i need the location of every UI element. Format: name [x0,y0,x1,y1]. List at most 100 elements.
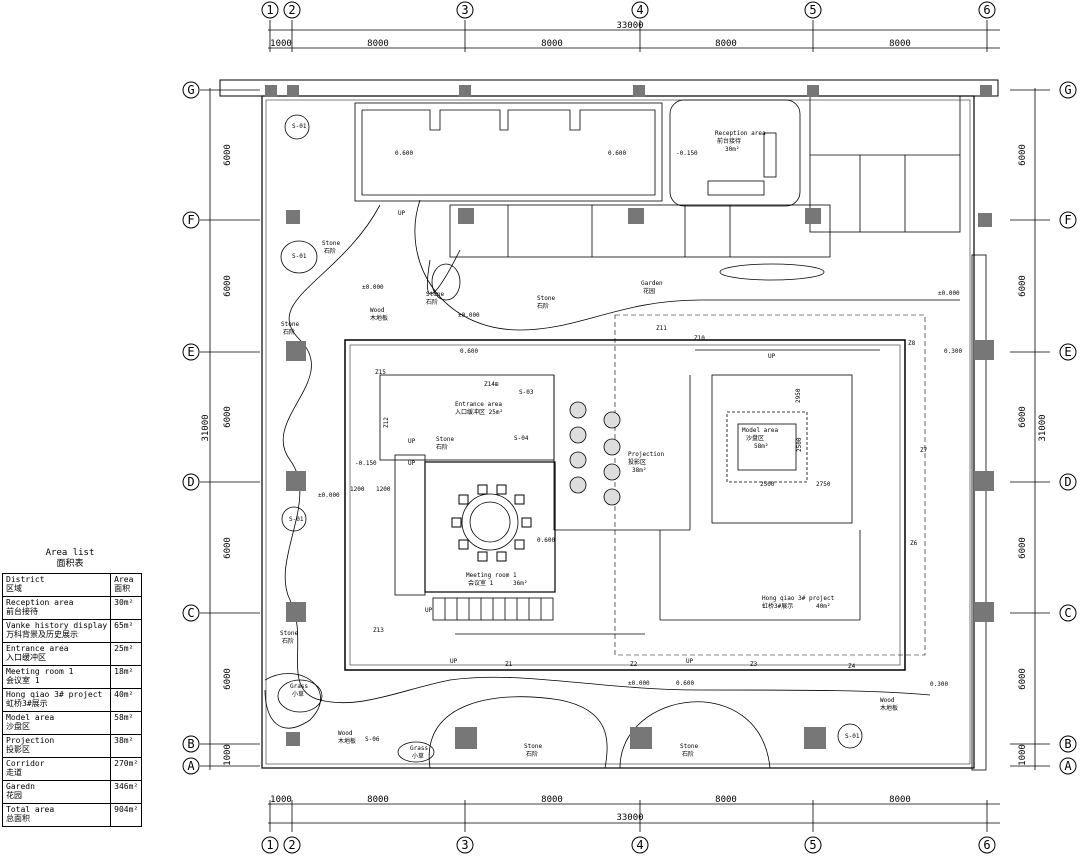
zone-z15: Z15 [375,369,386,376]
level-mark-4: ±0.000 [362,284,384,291]
axis-bubbles [182,1,1077,854]
projection-label-en: Projection [628,451,665,458]
dim-2750: 2750 [816,481,831,488]
area-row-cn: 沙盘区 [6,722,30,731]
dim-left-1: 6000 [223,144,233,166]
zone-z10: Z10 [694,335,705,342]
area-row-en: Entrance area [6,644,69,653]
zone-z6: Z6 [910,540,918,547]
area-list-title-en: Area list [45,548,95,558]
area-row-cn: 会议室 1 [6,676,40,685]
total-height-right: 31000 [1038,414,1048,441]
row-axis-b-left: B [187,737,194,751]
up-marker-4: UP [425,607,433,614]
header-district-en: District [6,575,45,584]
plan-linework [200,20,1050,832]
garden-label-en: Garden [641,280,663,287]
col-axis-2-top: 2 [288,3,295,17]
symbol-s01-3: S-01 [289,516,304,523]
area-row-value: 30m² [110,596,143,620]
meeting-chairs [451,484,532,562]
level-mark-9: 0.600 [537,537,555,544]
stone-label-8-en: Stone [680,743,698,750]
level-mark-2: 0.600 [608,150,626,157]
symbol-s01-2: S-01 [292,253,307,260]
level-mark-7: ±0.000 [318,492,340,499]
area-row-cn: 花园 [6,791,22,800]
col-axis-4-bottom: 4 [636,838,643,852]
dim-2500-h: 2500 [760,481,775,488]
wood-label-3-en: Wood [880,697,895,704]
stone-label-7-en: Stone [524,743,542,750]
col-axis-4-top: 4 [636,3,643,17]
area-row-cn: 万科背景及历史展示 [6,630,78,639]
symbol-s03: S-03 [519,389,534,396]
dim-left-2: 6000 [223,275,233,297]
projection-label-cn: 投影区 [628,458,646,466]
level-mark-11: 0.600 [676,680,694,687]
dim-left-4: 6000 [223,537,233,559]
dim-top-2: 8000 [367,39,389,49]
area-row-value: 65m² [110,619,143,643]
header-district-cn: 区域 [6,584,22,593]
symbol-s04: S-04 [514,435,529,442]
stone-label-5-en: Stone [436,436,454,443]
structural-columns [265,85,994,749]
dim-2950: 2950 [795,388,802,403]
level-mark-12: ±0.000 [938,290,960,297]
row-axis-d-right: D [1064,475,1071,489]
stone-label-2-cn: 石阶 [426,298,438,306]
grass-label-1-cn: 小草 [292,690,304,698]
zone-z12: Z12 [383,417,390,428]
stone-label-6-en: Stone [280,630,298,637]
up-marker-6: UP [686,658,694,665]
dim-right-1: 6000 [1018,144,1028,166]
area-row-value: 904m² [110,803,143,827]
row-axis-f-left: F [187,213,194,227]
hongqiao-label-cn: 虹桥3#展示 [762,602,793,610]
area-row-cn: 虹桥3#展示 [6,699,48,708]
header-district: District 区域 [1,573,112,597]
col-axis-5-bottom: 5 [809,838,816,852]
level-mark-10: ±0.000 [628,680,650,687]
row-axis-g-left: G [187,83,194,97]
col-axis-6-bottom: 6 [983,838,990,852]
stone-label-6-cn: 石阶 [282,637,294,645]
row-axis-f-right: F [1064,213,1071,227]
stone-label-8-cn: 石阶 [682,750,694,758]
row-axis-c-right: C [1064,606,1071,620]
stone-label-3-cn: 石阶 [537,302,549,310]
stone-label-5-cn: 石阶 [436,443,448,451]
row-axis-d-left: D [187,475,194,489]
row-axis-e-left: E [187,345,194,359]
up-marker-7: UP [768,353,776,360]
zone-z4: Z4 [848,663,856,670]
dim-right-6: 1000 [1018,744,1028,766]
grass-label-1-en: Grass [290,683,308,690]
total-width-bottom: 33000 [616,813,643,823]
col-axis-1-top: 1 [266,3,273,17]
dim-1200-b: 1200 [376,486,391,493]
area-row-en: Reception area [6,598,74,607]
symbol-s01-4: S-01 [845,733,860,740]
area-row-value: 346m² [110,780,143,804]
stone-label-1-cn: 石阶 [324,247,336,255]
stone-label-1-en: Stone [322,240,340,247]
grass-label-2-en: Grass [410,745,428,752]
row-axis-g-right: G [1064,83,1071,97]
area-row-value: 40m² [110,688,143,712]
model-label-cn: 沙盘区 [746,434,764,442]
row-axis-e-right: E [1064,345,1071,359]
wood-label-3-cn: 木地板 [880,704,898,712]
dim-top-1: 1000 [270,39,292,49]
dim-left-5: 6000 [223,668,233,690]
area-list-legend: Area list 面积表 District 区域 Area 面积 Recept… [1,548,143,827]
area-row-value: 38m² [110,734,143,758]
dim-right-3: 6000 [1018,406,1028,428]
